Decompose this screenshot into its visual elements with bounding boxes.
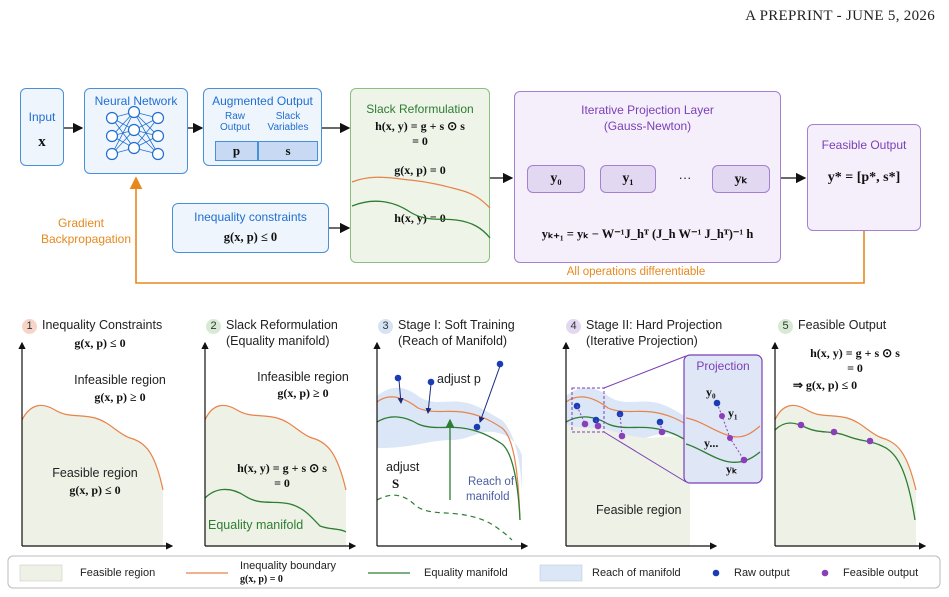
stage-5-title: 5 Feasible Output [778, 318, 886, 334]
feas-eq: y* = [p*, s*] [827, 170, 901, 185]
grad-label-2: Backpropagation [40, 232, 132, 246]
ineq-eq: g(x, p) ≤ 0 [223, 230, 278, 244]
p1-infeasible-eq: g(x, p) ≥ 0 [94, 390, 146, 404]
p4-yk: yₖ [726, 462, 738, 476]
stage-1-title: 1 Inequality Constraints [22, 318, 162, 334]
stage-3-title: 3 Stage I: Soft Training [378, 318, 515, 334]
aug-p-cell [215, 141, 258, 161]
grad-label-1: Gradient [57, 216, 105, 230]
p4-y1: y₁ [728, 406, 738, 420]
stage-3-label: Stage I: Soft Training [398, 318, 515, 332]
stage-3-num: 3 [378, 319, 393, 334]
stage-1-sub: g(x, p) ≤ 0 [74, 336, 126, 350]
proj-dots: ··· [678, 170, 692, 185]
p5-eq3: ⇒ g(x, p) ≤ 0 [792, 378, 858, 392]
legend-manifold: Equality manifold [424, 567, 508, 579]
yk-box [712, 165, 770, 193]
p2-h-eq2: = 0 [274, 476, 290, 490]
aug-p: p [232, 143, 241, 158]
p2-infeasible-eq: g(x, p) ≥ 0 [277, 386, 329, 400]
yk-label: yₖ [734, 172, 748, 187]
stage-4-sub: (Iterative Projection) [586, 334, 698, 348]
stage-4-num: 4 [566, 319, 581, 334]
p5-eq1: h(x, y) = g + s ⊙ s [810, 346, 900, 360]
inequality-constraints-box [172, 203, 329, 253]
p3-adjust: adjust [386, 460, 420, 474]
legend-ineq-1: Inequality boundary [240, 560, 337, 572]
nn-label: Neural Network [94, 94, 178, 108]
p4-projection: Projection [696, 359, 750, 373]
update-eq: yₖ₊₁ = yₖ − W⁻¹J_hᵀ (J_h W⁻¹ J_hᵀ)⁻¹ h [541, 227, 754, 241]
feasible-output-box [807, 124, 921, 231]
input-box [20, 88, 64, 166]
stage-5-num: 5 [778, 319, 793, 334]
ineq-title: Inequality constraints [194, 210, 307, 224]
slack-g-eq: g(x, p) = 0 [394, 163, 446, 177]
stage-2-sub: (Equality manifold) [226, 334, 330, 348]
p2-infeasible: Infeasible region [257, 370, 349, 384]
p4-ydots: y... [704, 436, 719, 450]
y0-box [527, 165, 585, 193]
input-label: Input [28, 110, 56, 124]
stage-2-num: 2 [206, 319, 221, 334]
legend-feasible: Feasible region [80, 567, 156, 579]
y1-box [600, 165, 656, 193]
aug-title: Augmented Output [212, 94, 313, 108]
proj-title: Iterative Projection Layer [581, 103, 714, 117]
aug-raw-label: Raw Output [219, 111, 251, 133]
stage-3-sub: (Reach of Manifold) [398, 334, 508, 348]
proj-sub: (Gauss-Newton) [603, 119, 692, 133]
p5-eq2: = 0 [847, 361, 863, 375]
stage-2-label: Slack Reformulation [226, 318, 338, 332]
slack-eq1: h(x, y) = g + s ⊙ s [375, 119, 465, 133]
p1-feasible: Feasible region [52, 466, 138, 480]
p3-reach-2: manifold [466, 491, 510, 503]
stage-1-label: Inequality Constraints [42, 318, 163, 332]
p2-manifold: Equality manifold [208, 518, 304, 532]
feas-title: Feasible Output [821, 138, 907, 152]
stage-4-title: 4 Stage II: Hard Projection [566, 318, 722, 334]
input-var: x [38, 134, 46, 150]
slack-eq2: = 0 [412, 134, 428, 148]
p2-h-eq1: h(x, y) = g + s ⊙ s [237, 461, 327, 475]
y0-label: y₀ [550, 171, 562, 186]
stage-1-num: 1 [22, 319, 37, 334]
aug-slack-label: Slack Variables [267, 111, 309, 133]
slack-h-eq: h(x, y) = 0 [394, 211, 446, 225]
legend-feasible-output: Feasible output [843, 567, 919, 579]
p1-feasible-eq: g(x, p) ≤ 0 [69, 483, 121, 497]
y1-label: y₁ [622, 171, 634, 186]
stage-5-label: Feasible Output [798, 318, 887, 332]
stage-4-label: Stage II: Hard Projection [586, 318, 723, 332]
legend-ineq-2: g(x, p) = 0 [240, 574, 283, 585]
p1-infeasible: Infeasible region [74, 373, 166, 387]
legend-raw: Raw output [734, 567, 790, 579]
page-header: A PREPRINT - JUNE 5, 2026 [745, 8, 935, 24]
aug-s-cell [258, 141, 318, 161]
p3-adjust-s: S [392, 476, 400, 491]
stage-2-title: 2 Slack Reformulation [206, 318, 338, 334]
diff-label: All operations differentiable [566, 266, 706, 278]
aug-s: s [285, 143, 291, 158]
slack-reformulation-box [350, 88, 490, 263]
legend-reach: Reach of manifold [592, 567, 681, 579]
p4-feasible: Feasible region [596, 503, 682, 517]
slack-title: Slack Reformulation [366, 102, 474, 116]
p3-reach-1: Reach of [468, 476, 515, 488]
p4-y0: y₀ [706, 385, 716, 399]
p3-adjust-p: adjust p [437, 372, 481, 386]
